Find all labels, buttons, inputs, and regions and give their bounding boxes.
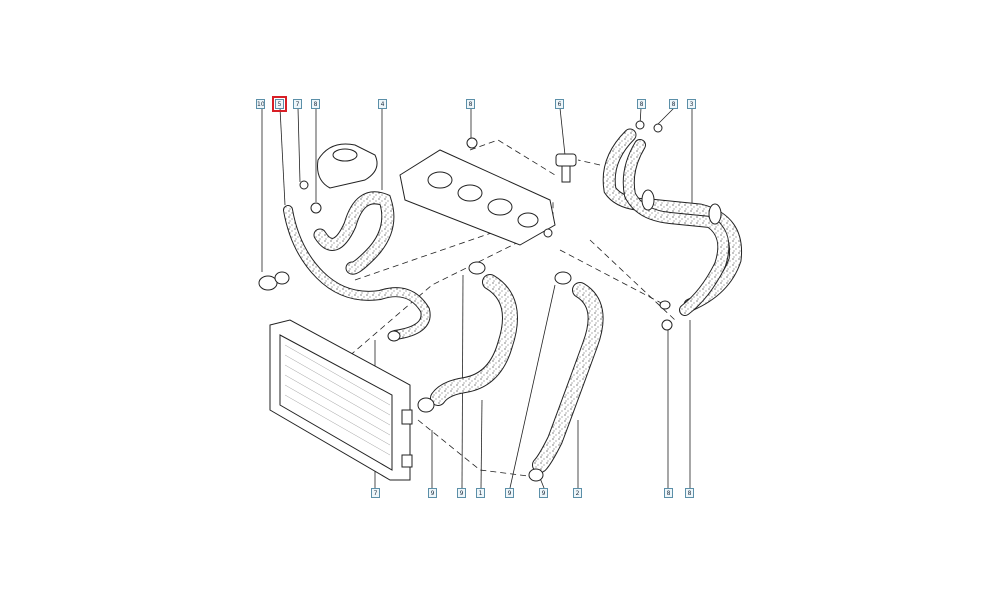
leader-line-1 [480, 399, 483, 489]
clamp [635, 120, 645, 130]
clamp [299, 180, 309, 190]
clamp [468, 261, 486, 275]
callout-10-top: 10 [256, 99, 265, 109]
leader-line-9c [509, 284, 556, 489]
callout-4-top: 4 [378, 99, 387, 109]
callout-8-top-c: 8 [637, 99, 646, 109]
callout-1-bottom: 1 [476, 488, 485, 498]
clamp [528, 468, 544, 482]
clamp [258, 275, 278, 291]
hose-clamps [258, 120, 722, 482]
clamp [554, 271, 572, 285]
callout-9-bottom-b: 9 [457, 488, 466, 498]
expansion-tank [317, 143, 378, 189]
dash-link-6 [577, 159, 601, 166]
callout-9-bottom-c: 9 [505, 488, 514, 498]
callout-7-top: 7 [293, 99, 302, 109]
clamp [387, 330, 401, 342]
engine-cylinder-head [399, 137, 556, 246]
callout-7-bottom: 7 [371, 488, 380, 498]
leader-line-8d [655, 107, 675, 127]
clamp [310, 202, 322, 214]
callout-8-bottom-b: 8 [685, 488, 694, 498]
callout-3-top: 3 [687, 99, 696, 109]
callout-5-top-highlighted: 5 [272, 96, 287, 112]
callout-9-bottom-d: 9 [539, 488, 548, 498]
radiator [269, 319, 413, 481]
clamp [661, 319, 673, 331]
temperature-sensor [555, 153, 577, 183]
callout-8-bottom-a: 8 [664, 488, 673, 498]
callout-8-top-a: 8 [311, 99, 320, 109]
clamp [708, 203, 722, 225]
clamp [274, 271, 290, 285]
leader-line-6 [559, 107, 566, 156]
callout-9-bottom-a: 9 [428, 488, 437, 498]
clamp [417, 397, 435, 413]
callout-2-bottom: 2 [573, 488, 582, 498]
callout-8-top-b: 8 [466, 99, 475, 109]
dash-link-top [469, 139, 556, 176]
dash-link-bottom [417, 419, 529, 477]
callout-8-top-d: 8 [669, 99, 678, 109]
callout-6-top: 6 [555, 99, 564, 109]
hoses [283, 128, 743, 473]
leader-line-7 [297, 107, 301, 183]
clamp [659, 300, 671, 310]
clamp [653, 123, 663, 133]
clamp [641, 189, 655, 211]
leader-line-5 [279, 107, 286, 206]
